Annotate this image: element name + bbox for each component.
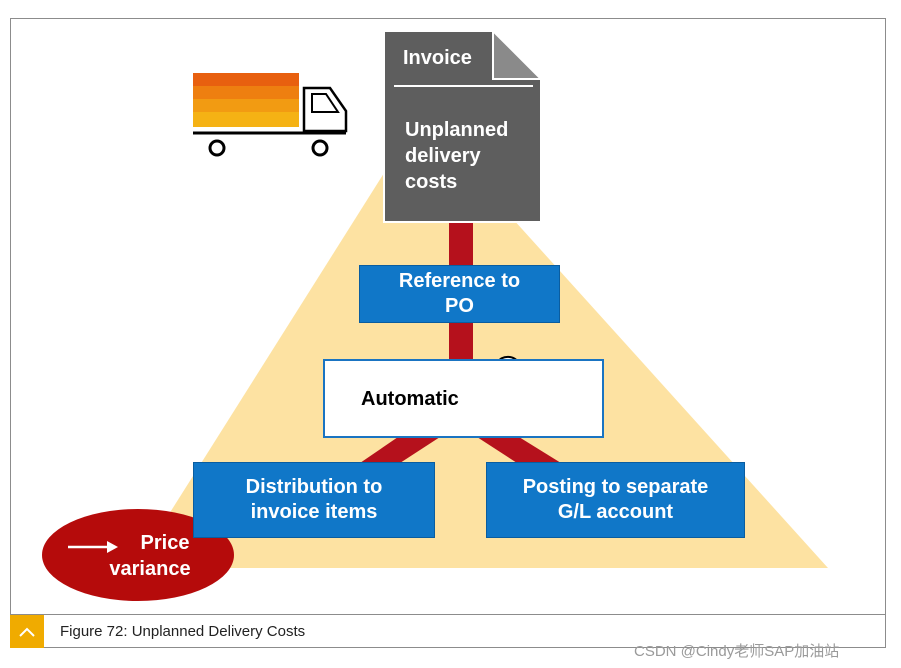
- caption-bar: [10, 614, 886, 648]
- posting-label-line: Posting to separate: [522, 476, 709, 498]
- posting-box: Posting to separate G/L account: [486, 462, 745, 538]
- figure-caption: Figure 72: Unplanned Delivery Costs: [60, 623, 306, 640]
- posting-label-line: G/L account: [557, 501, 674, 523]
- invoice-folded-corner: [492, 28, 544, 80]
- invoice-line: costs: [405, 171, 458, 193]
- distribution-label-line: invoice items: [250, 501, 378, 523]
- arrow-right-icon: [68, 541, 118, 553]
- watermark: CSDN @Cindy老师SAP加油站: [634, 643, 840, 660]
- delivery-truck-icon: [193, 73, 348, 157]
- chevron-up-icon[interactable]: [10, 615, 44, 648]
- connector-invoice-reference: [449, 218, 473, 266]
- connector-automatic-distribution: [360, 437, 440, 463]
- pyramid-background: [135, 116, 828, 568]
- connector-automatic-posting: [477, 437, 561, 463]
- automatic-box: Automatic: [323, 359, 604, 438]
- price-variance-line: variance: [109, 558, 191, 580]
- invoice-description: Unplanned delivery costs: [405, 117, 508, 195]
- distribution-box: Distribution to invoice items: [193, 462, 435, 538]
- invoice-title: Invoice: [403, 47, 472, 69]
- invoice-line: Unplanned: [405, 119, 509, 141]
- automatic-label: Automatic: [361, 388, 459, 410]
- price-variance-ellipse: [42, 509, 234, 601]
- distribution-label-line: Distribution to: [245, 476, 383, 498]
- reference-label-line: PO: [445, 295, 474, 317]
- price-variance-line: Price: [140, 532, 190, 554]
- connectors: [360, 218, 561, 463]
- invoice-line: delivery: [405, 145, 481, 167]
- reference-label-line: Reference to: [398, 270, 521, 292]
- price-variance-label: Price variance: [90, 530, 210, 582]
- reference-to-po-box: Reference to PO: [359, 265, 560, 323]
- connector-reference-automatic: [449, 322, 473, 360]
- document-icon: [383, 28, 544, 223]
